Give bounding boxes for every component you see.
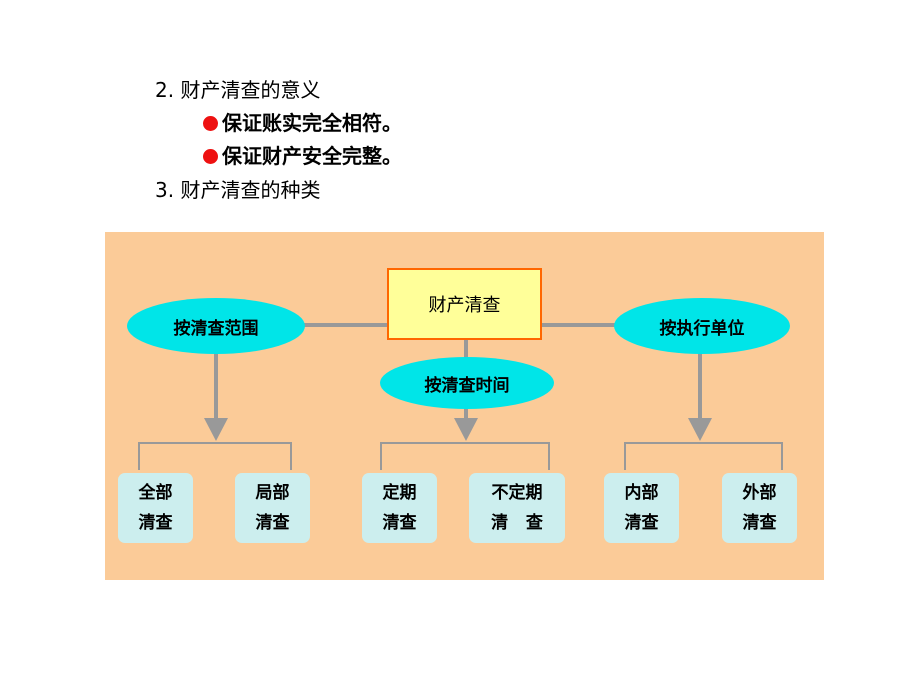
leaf-line2: 清查 bbox=[624, 513, 659, 533]
branch-label: 按清查范围 bbox=[173, 318, 259, 339]
branch-label: 按执行单位 bbox=[659, 318, 745, 339]
bracket bbox=[624, 442, 783, 470]
heading-types-text: 3. 财产清查的种类 bbox=[155, 178, 321, 202]
leaf-node: 不定期 清 查 bbox=[469, 473, 565, 543]
leaf-node: 全部 清查 bbox=[118, 473, 193, 543]
bullet-text: 保证账实完全相符。 bbox=[222, 111, 402, 135]
heading-significance-text: 2. 财产清查的意义 bbox=[155, 78, 321, 102]
leaf-line2: 清查 bbox=[382, 513, 417, 533]
red-dot-icon bbox=[203, 149, 218, 164]
root-node: 财产清查 bbox=[387, 268, 542, 340]
branch-time: 按清查时间 bbox=[380, 357, 554, 409]
leaf-line2: 清查 bbox=[742, 513, 777, 533]
bullet-item: 保证账实完全相符。 bbox=[203, 111, 402, 135]
leaf-line1: 不定期 bbox=[491, 483, 543, 503]
branch-scope: 按清查范围 bbox=[127, 298, 305, 354]
leaf-line1: 定期 bbox=[382, 483, 417, 503]
bullet-text: 保证财产安全完整。 bbox=[222, 144, 402, 168]
arrow-head bbox=[688, 418, 712, 441]
branch-unit: 按执行单位 bbox=[614, 298, 790, 354]
leaf-line2: 清 查 bbox=[491, 513, 543, 533]
heading-significance: 2. 财产清查的意义 bbox=[155, 78, 320, 102]
leaf-node: 外部 清查 bbox=[722, 473, 797, 543]
root-label: 财产清查 bbox=[428, 295, 501, 316]
arrow-head bbox=[204, 418, 228, 441]
leaf-line1: 局部 bbox=[255, 483, 290, 503]
branch-label: 按清查时间 bbox=[424, 375, 510, 396]
leaf-node: 定期 清查 bbox=[362, 473, 437, 543]
leaf-line1: 全部 bbox=[138, 483, 173, 503]
bracket bbox=[138, 442, 292, 470]
red-dot-icon bbox=[203, 116, 218, 131]
leaf-line1: 内部 bbox=[624, 483, 659, 503]
bracket bbox=[380, 442, 550, 470]
leaf-line1: 外部 bbox=[742, 483, 777, 503]
bullet-item: 保证财产安全完整。 bbox=[203, 144, 402, 168]
leaf-node: 内部 清查 bbox=[604, 473, 679, 543]
arrow-head bbox=[454, 418, 478, 441]
heading-types: 3. 财产清查的种类 bbox=[155, 178, 320, 202]
leaf-node: 局部 清查 bbox=[235, 473, 310, 543]
leaf-line2: 清查 bbox=[138, 513, 173, 533]
leaf-line2: 清查 bbox=[255, 513, 290, 533]
